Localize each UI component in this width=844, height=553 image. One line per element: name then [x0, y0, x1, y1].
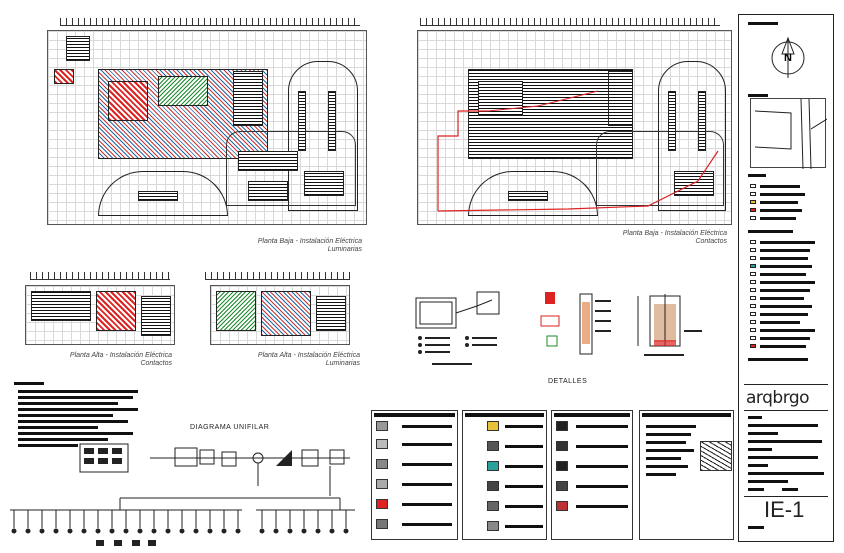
top-right-dimension-ticks	[420, 18, 720, 26]
caption-ground-outlets: Planta Baja - Instalación Eléctrica Cont…	[622, 230, 727, 245]
brand-logo: arqbrgo	[746, 388, 810, 408]
general-notes	[14, 382, 164, 462]
caption-ground-lighting: Planta Baja - Instalación Eléctrica Lumi…	[257, 238, 362, 253]
caption-upper-outlets: Planta Alta - Instalación Eléctrica Cont…	[69, 352, 172, 367]
single-line-diagram	[10, 436, 370, 551]
detail-panel-section	[525, 288, 615, 363]
upper-floor-lighting-plan	[210, 285, 350, 345]
caption-upper-lighting: Planta Alta - Instalación Eléctrica Lumi…	[257, 352, 360, 367]
sheet-code: IE-1	[764, 497, 805, 522]
single-line-diagram-heading: DIAGRAMA UNIFILAR	[190, 424, 270, 431]
title-block-contents: N arqbrgo IE-1	[738, 14, 834, 542]
details-heading: DETALLES	[548, 378, 588, 385]
mid-center-dimension-ticks	[205, 272, 350, 280]
ground-floor-lighting-plan	[47, 30, 367, 225]
mid-left-dimension-ticks	[30, 272, 170, 280]
location-map	[750, 98, 828, 170]
upper-floor-outlets-plan	[25, 285, 175, 345]
equipment-card-3	[551, 410, 633, 540]
top-left-dimension-ticks	[60, 18, 360, 26]
detail-grounding-pit	[632, 290, 712, 360]
equipment-card-2	[462, 410, 547, 540]
title-block	[738, 14, 834, 542]
north-arrow: N	[766, 36, 810, 80]
equipment-card-4	[639, 410, 734, 540]
detail-generator	[412, 288, 507, 368]
north-letter: N	[784, 52, 792, 64]
equipment-card-1	[371, 410, 458, 540]
ground-floor-outlets-plan	[417, 30, 732, 225]
outlet-circuit-lines	[437, 90, 719, 212]
